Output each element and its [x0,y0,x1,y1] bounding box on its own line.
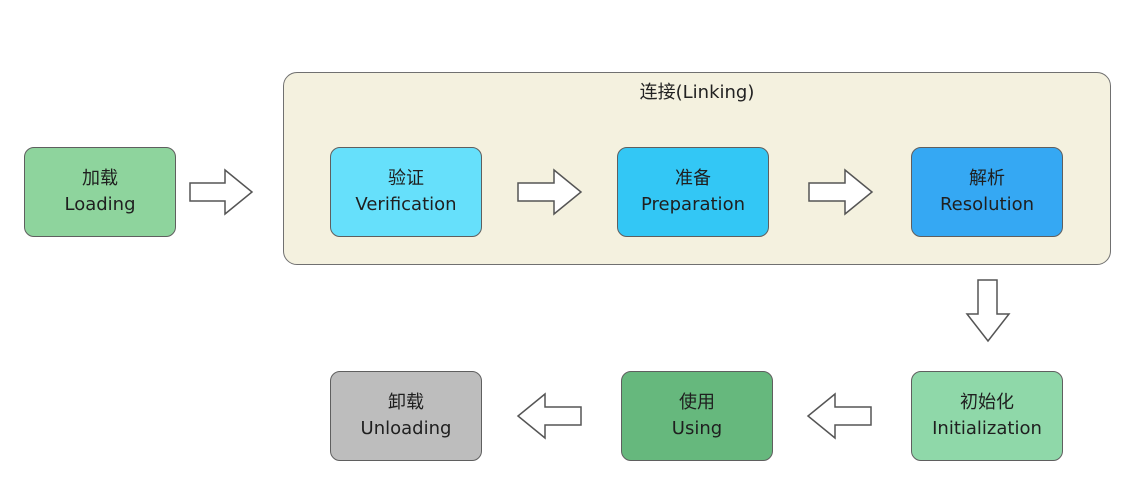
unloading-zh-label: 卸载 [388,392,424,413]
verification-node: 验证 Verification [330,147,482,237]
using-en-label: Using [671,418,723,439]
initialization-zh-label: 初始化 [960,392,1014,413]
using-zh-label: 使用 [679,392,715,413]
initialization-node: 初始化 Initialization [911,371,1063,461]
arrow-loading-to-verification [189,168,254,216]
arrow-preparation-to-resolution [808,168,874,216]
resolution-en-label: Resolution [939,194,1035,215]
initialization-en-label: Initialization [932,418,1042,439]
loading-node: 加载 Loading [24,147,176,237]
preparation-node: 准备 Preparation [617,147,769,237]
preparation-zh-label: 准备 [675,168,711,189]
resolution-node: 解析 Resolution [911,147,1063,237]
loading-zh-label: 加载 [82,168,118,189]
arrow-initialization-to-using [806,392,872,440]
loading-en-label: Loading [64,194,136,215]
unloading-node: 卸载 Unloading [330,371,482,461]
arrow-resolution-to-initialization [965,279,1011,343]
using-node: 使用 Using [621,371,773,461]
verification-zh-label: 验证 [388,168,424,189]
preparation-en-label: Preparation [641,194,745,215]
resolution-zh-label: 解析 [969,168,1005,189]
unloading-en-label: Unloading [360,418,452,439]
verification-en-label: Verification [355,194,457,215]
linking-group-title: 连接(Linking) [639,82,755,103]
arrow-verification-to-preparation [517,168,583,216]
arrow-using-to-unloading [516,392,582,440]
